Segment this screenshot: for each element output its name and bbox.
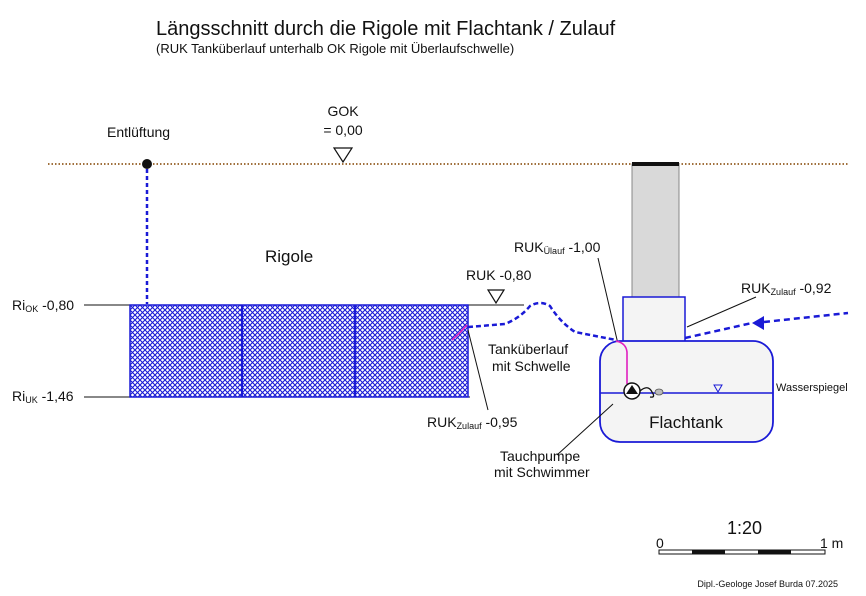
ruk-080-level-icon [486, 289, 506, 305]
tauchpumpe-leader [556, 403, 614, 456]
inflow-pipe [763, 311, 849, 324]
scale-bar [658, 549, 826, 555]
flachtank-body [599, 340, 774, 443]
tankueberlauf-label-line2: mit Schwelle [492, 358, 571, 374]
scale-end: 1 m [820, 535, 843, 551]
gok-label: GOK [327, 103, 359, 119]
overflow-pipe [467, 301, 617, 342]
ruk-olauf-leader [597, 257, 619, 345]
ri-uk-label: RiUK -1,46 [12, 388, 74, 405]
ruk-zulauf-092-label: RUKZulauf -0,92 [741, 280, 832, 297]
tankueberlauf-label: Tanküberlauf [488, 341, 568, 357]
credit-text: Dipl.-Geologe Josef Burda 07.2025 [697, 579, 838, 589]
diagram-title: Längsschnitt durch die Rigole mit Flacht… [156, 18, 616, 40]
gok-value: = 0,00 [323, 122, 363, 138]
tauchpumpe-label-line2: mit Schwimmer [494, 464, 590, 480]
tank-overflow-outlet [615, 340, 628, 384]
ruk-zulauf-095-label: RUKZulauf -0,95 [427, 414, 518, 431]
flachtank-label: Flachtank [649, 413, 723, 432]
inflow-arrow-icon [752, 316, 764, 330]
entlueftung-label: Entlüftung [107, 124, 170, 140]
rigole-label: Rigole [265, 247, 313, 266]
scale-start: 0 [656, 535, 664, 551]
tauchpumpe-label: Tauchpumpe [500, 448, 580, 464]
rigole-block [129, 304, 469, 398]
vent-cap [142, 159, 152, 169]
ruk-olauf-label: RUKÜlauf -1,00 [514, 239, 601, 256]
ruk-080-label: RUK -0,80 [466, 267, 532, 283]
ri-ok-label: RiOK -0,80 [12, 297, 74, 314]
scale-ratio: 1:20 [727, 518, 762, 538]
gok-level-icon [332, 147, 354, 164]
wasserspiegel-label: Wasserspiegel [776, 382, 848, 394]
inflow-pipe-in-dome [684, 321, 753, 340]
ruk-zulauf-092-leader [686, 296, 757, 328]
ruk-zulauf-095-leader [467, 329, 489, 411]
riser-cover [632, 162, 679, 166]
tank-dome [622, 296, 686, 343]
water-level-icon [713, 384, 723, 394]
pump-direction-icon [626, 385, 638, 394]
diagram-subtitle: (RUK Tanküberlauf unterhalb OK Rigole mi… [156, 41, 514, 56]
tank-riser [631, 163, 680, 298]
float-cable-icon [639, 387, 655, 398]
overflow-inlet-bend [451, 324, 468, 341]
float-icon [654, 388, 664, 396]
